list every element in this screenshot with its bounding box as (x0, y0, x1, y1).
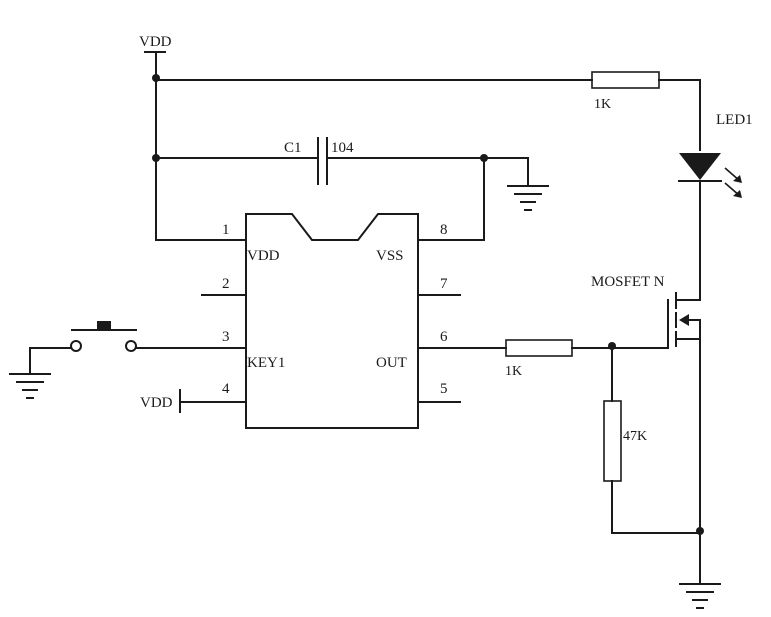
resistor-led: 1K (591, 71, 660, 112)
ic-pin-2-number: 2 (222, 276, 230, 292)
ic-pin-7-number: 7 (440, 276, 448, 292)
resistor-gate: 1K (505, 339, 573, 379)
ic-pin-6-name: OUT (376, 355, 407, 371)
vdd-top-label: VDD (139, 34, 172, 50)
ic-pin-3-number: 3 (222, 329, 230, 345)
capacitor-c1: C1 104 (284, 137, 354, 185)
resistor-pulldown-value: 47K (623, 429, 647, 444)
junction-vdd-top (152, 74, 160, 82)
switch-contact-left (70, 340, 82, 352)
led-arrowhead-1 (733, 175, 742, 183)
switch-button-cap (97, 321, 111, 330)
push-button-switch (29, 321, 137, 373)
cap-ref: C1 (284, 140, 302, 156)
ground-cap (507, 185, 549, 211)
resistor-pulldown: 47K (603, 400, 647, 482)
wire-resistor-to-led (658, 79, 701, 151)
switch-contact-right (125, 340, 137, 352)
led-ref: LED1 (716, 112, 753, 128)
vdd-supply-top: VDD (139, 34, 172, 241)
mosfet-label: MOSFET N (591, 274, 665, 290)
wire-pulldown-to-source (611, 480, 701, 534)
ground-switch (9, 373, 51, 399)
resistor-led-body (591, 71, 660, 89)
ic-pin-4-number: 4 (222, 381, 230, 397)
wire-switch-to-ground (29, 347, 77, 373)
ic-pin-8-lead (417, 157, 485, 241)
led-triangle (679, 153, 721, 180)
ic-pin-1-name: VDD (247, 248, 280, 264)
mosfet-arrow (679, 314, 689, 326)
led: LED1 (678, 112, 753, 198)
ground-main (679, 583, 721, 609)
resistor-pulldown-body (603, 400, 622, 482)
resistor-led-value: 1K (594, 97, 611, 112)
junction-vdd-cap (152, 154, 160, 162)
ic-pin-8-number: 8 (440, 222, 448, 238)
ic-pin-6-number: 6 (440, 329, 448, 345)
ic-pin-8-name: VSS (376, 248, 404, 264)
ic-body (245, 213, 419, 429)
led-arrowhead-2 (733, 190, 742, 198)
mosfet-n: MOSFET N (591, 274, 701, 349)
ic-pin-5-number: 5 (440, 381, 448, 397)
ic-pin-1-number: 1 (222, 222, 230, 238)
cap-value: 104 (331, 140, 354, 156)
ic-package (245, 213, 419, 429)
resistor-gate-body (505, 339, 573, 357)
wire-cap-to-ground (483, 157, 529, 185)
ic-pin-3-name: KEY1 (247, 355, 285, 371)
vdd-pin4-label: VDD (140, 395, 173, 411)
resistor-gate-value: 1K (505, 364, 522, 379)
